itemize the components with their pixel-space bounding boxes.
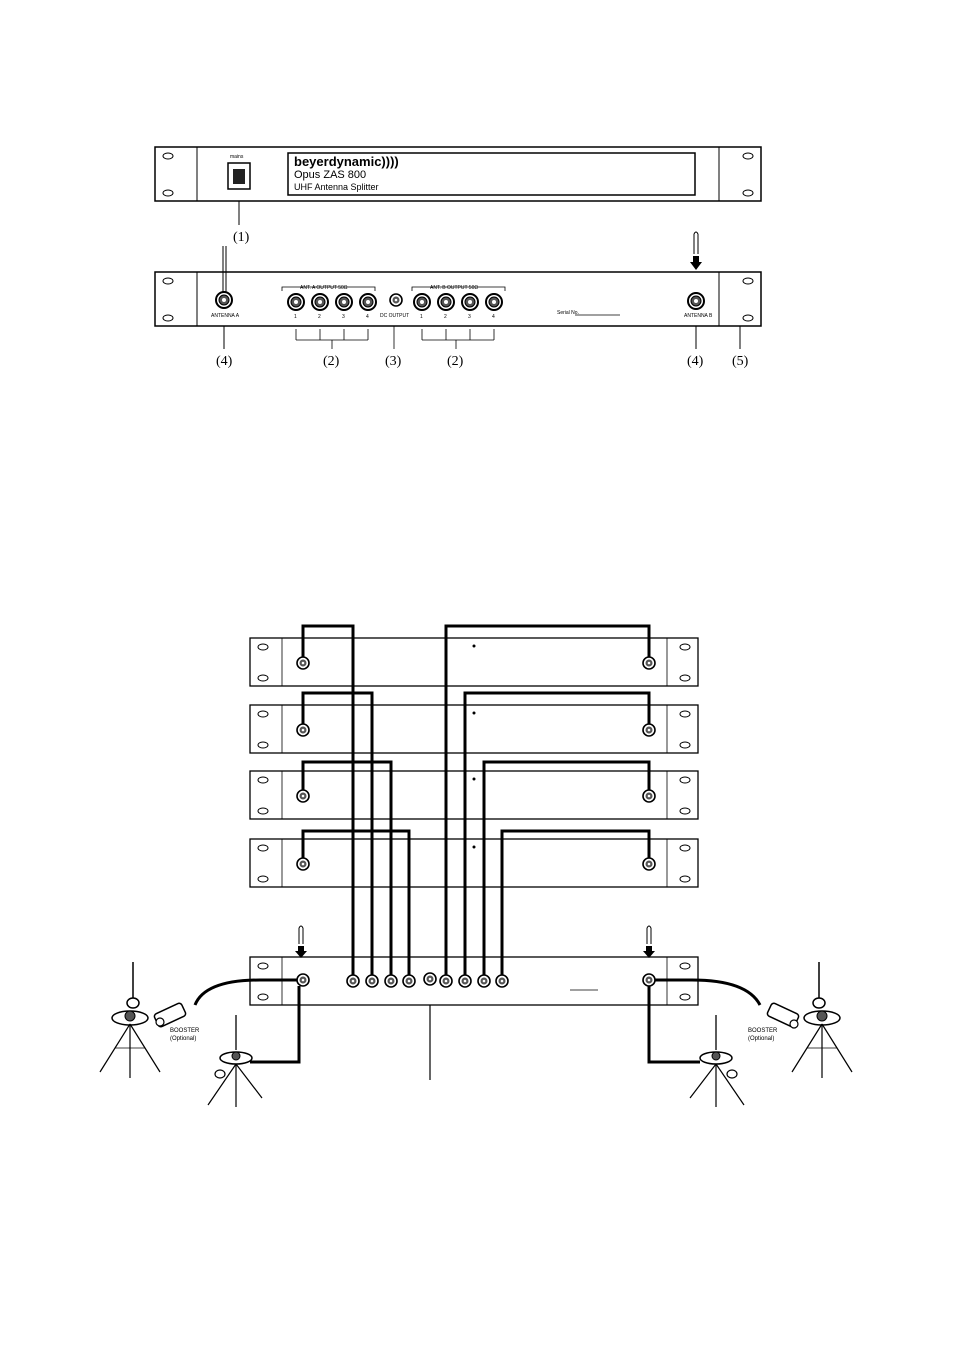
splitter-out-b3[interactable] — [478, 975, 490, 987]
splitter-out-a3[interactable] — [385, 975, 397, 987]
splitter-out-b1[interactable] — [440, 975, 452, 987]
front-panel: mains beyerdynamic)))) Opus ZAS 800 UHF … — [155, 147, 761, 245]
receiver-unit — [250, 771, 698, 819]
port-number: 3 — [342, 314, 345, 320]
output-group-a-label: ANT. A OUTPUT 50Ω — [300, 285, 348, 291]
receiver-antenna-b-connector[interactable] — [643, 790, 655, 802]
power-switch[interactable] — [228, 163, 250, 189]
splitter-out-a2[interactable] — [366, 975, 378, 987]
booster-right-label: BOOSTER — [748, 1028, 778, 1034]
product-subtitle: UHF Antenna Splitter — [294, 182, 379, 192]
splitter-antenna-b-connector[interactable] — [643, 974, 655, 986]
port-number: 1 — [294, 314, 297, 320]
port-number: 4 — [366, 314, 369, 320]
booster-left: BOOSTER (Optional) — [153, 1002, 200, 1042]
port-number: 2 — [318, 314, 321, 320]
callout-5: (5) — [732, 354, 749, 369]
antenna-tripod-left-large — [100, 962, 160, 1078]
output-group-b-label: ANT. B OUTPUT 50Ω — [430, 285, 478, 291]
booster-left-sub: (Optional) — [170, 1036, 196, 1042]
callout-4-left: (4) — [216, 354, 233, 369]
receiver-antenna-a-connector[interactable] — [297, 724, 309, 736]
callout-2-right: (2) — [447, 354, 464, 369]
receiver-unit — [250, 705, 698, 753]
output-a4-connector[interactable] — [360, 294, 376, 310]
splitter-out-a4[interactable] — [403, 975, 415, 987]
callout-3: (3) — [385, 354, 402, 369]
booster-right-sub: (Optional) — [748, 1036, 774, 1042]
rear-panel: ANTENNA A ANT. A OUTPUT 50Ω 1 2 3 4 DC O… — [155, 232, 761, 369]
port-number: 2 — [444, 314, 447, 320]
receiver-unit — [250, 638, 698, 686]
output-b1-connector[interactable] — [414, 294, 430, 310]
receiver-antenna-a-connector[interactable] — [297, 790, 309, 802]
port-number: 1 — [420, 314, 423, 320]
antenna-a-label: ANTENNA A — [211, 313, 240, 319]
receiver-antenna-a-connector[interactable] — [297, 657, 309, 669]
receiver-antenna-b-connector[interactable] — [643, 724, 655, 736]
output-b2-connector[interactable] — [438, 294, 454, 310]
output-a2-connector[interactable] — [312, 294, 328, 310]
callout-1: (1) — [233, 230, 250, 245]
port-number: 4 — [492, 314, 495, 320]
splitter-out-a1[interactable] — [347, 975, 359, 987]
antenna-b-connector[interactable] — [688, 293, 704, 309]
splitter-unit — [250, 926, 698, 1080]
output-b3-connector[interactable] — [462, 294, 478, 310]
receiver-antenna-a-connector[interactable] — [297, 858, 309, 870]
splitter-out-b2[interactable] — [459, 975, 471, 987]
callout-4-right: (4) — [687, 354, 704, 369]
booster-left-label: BOOSTER — [170, 1028, 200, 1034]
antenna-tripod-right-large — [792, 962, 852, 1078]
receiver-antenna-b-connector[interactable] — [643, 657, 655, 669]
splitter-out-b4[interactable] — [496, 975, 508, 987]
output-b4-connector[interactable] — [486, 294, 502, 310]
dc-output-connector[interactable] — [390, 294, 402, 306]
receiver-antenna-b-connector[interactable] — [643, 858, 655, 870]
brand-logo-text: beyerdynamic)))) — [294, 154, 399, 169]
receiver-unit — [250, 839, 698, 887]
dc-output-label: DC OUTPUT — [380, 313, 409, 319]
output-a1-connector[interactable] — [288, 294, 304, 310]
booster-right: BOOSTER (Optional) — [748, 1002, 800, 1042]
output-a3-connector[interactable] — [336, 294, 352, 310]
antenna-b-label: ANTENNA B — [684, 313, 713, 319]
splitter-dc-connector[interactable] — [424, 973, 436, 985]
port-number: 3 — [468, 314, 471, 320]
callout-2-left: (2) — [323, 354, 340, 369]
switch-label: mains — [230, 154, 244, 160]
model-name: Opus ZAS 800 — [294, 169, 366, 181]
antenna-a-connector[interactable] — [216, 292, 232, 308]
splitter-antenna-a-connector[interactable] — [297, 974, 309, 986]
